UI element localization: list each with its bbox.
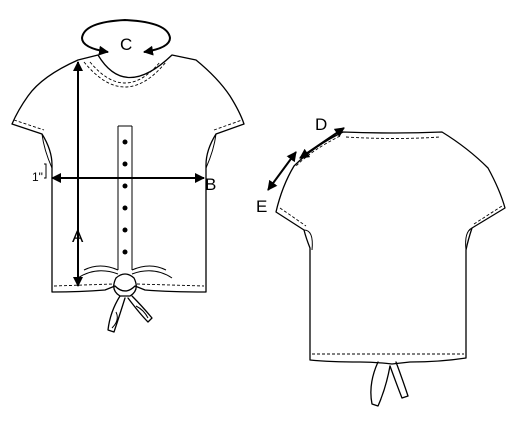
measure-e-arrow — [267, 151, 297, 191]
back-tie-knot — [370, 361, 391, 407]
front-gathers — [77, 265, 173, 279]
back-right-sleeve-hem — [473, 205, 503, 225]
front-right-sleeve-hem — [213, 119, 243, 131]
front-tie-end-left — [107, 295, 126, 333]
back-right-armhole — [465, 227, 473, 251]
back-shoulder-stitching — [295, 135, 341, 167]
one-inch-bracket — [44, 163, 47, 179]
front-neck-stitching — [83, 61, 167, 88]
front-right-armhole — [205, 133, 217, 169]
front-neck-stitching-2 — [89, 61, 161, 84]
measure-d-arrow — [299, 127, 345, 159]
back-tie-end — [389, 361, 409, 399]
back-left-sleeve-hem — [279, 207, 307, 227]
back-left-armhole — [303, 229, 313, 251]
front-buttons — [122, 139, 128, 255]
front-tie-end-right — [127, 295, 153, 323]
front-left-armhole — [41, 133, 53, 169]
back-body-outline — [275, 131, 506, 365]
label-one-inch: 1" — [32, 170, 43, 184]
front-left-sleeve-hem — [13, 119, 45, 131]
front-tie-detail — [111, 305, 149, 329]
measure-c-arrow — [80, 18, 172, 56]
label-a: A — [72, 227, 84, 246]
label-c: C — [120, 35, 133, 54]
label-b: B — [205, 175, 217, 194]
front-knot — [113, 273, 137, 297]
label-d: D — [315, 115, 328, 134]
back-neck-stitching — [345, 136, 441, 139]
label-e: E — [256, 197, 268, 216]
front-view — [11, 18, 245, 333]
back-view — [267, 127, 506, 407]
front-body-outline — [11, 54, 245, 293]
front-bottom-hem — [53, 283, 205, 287]
